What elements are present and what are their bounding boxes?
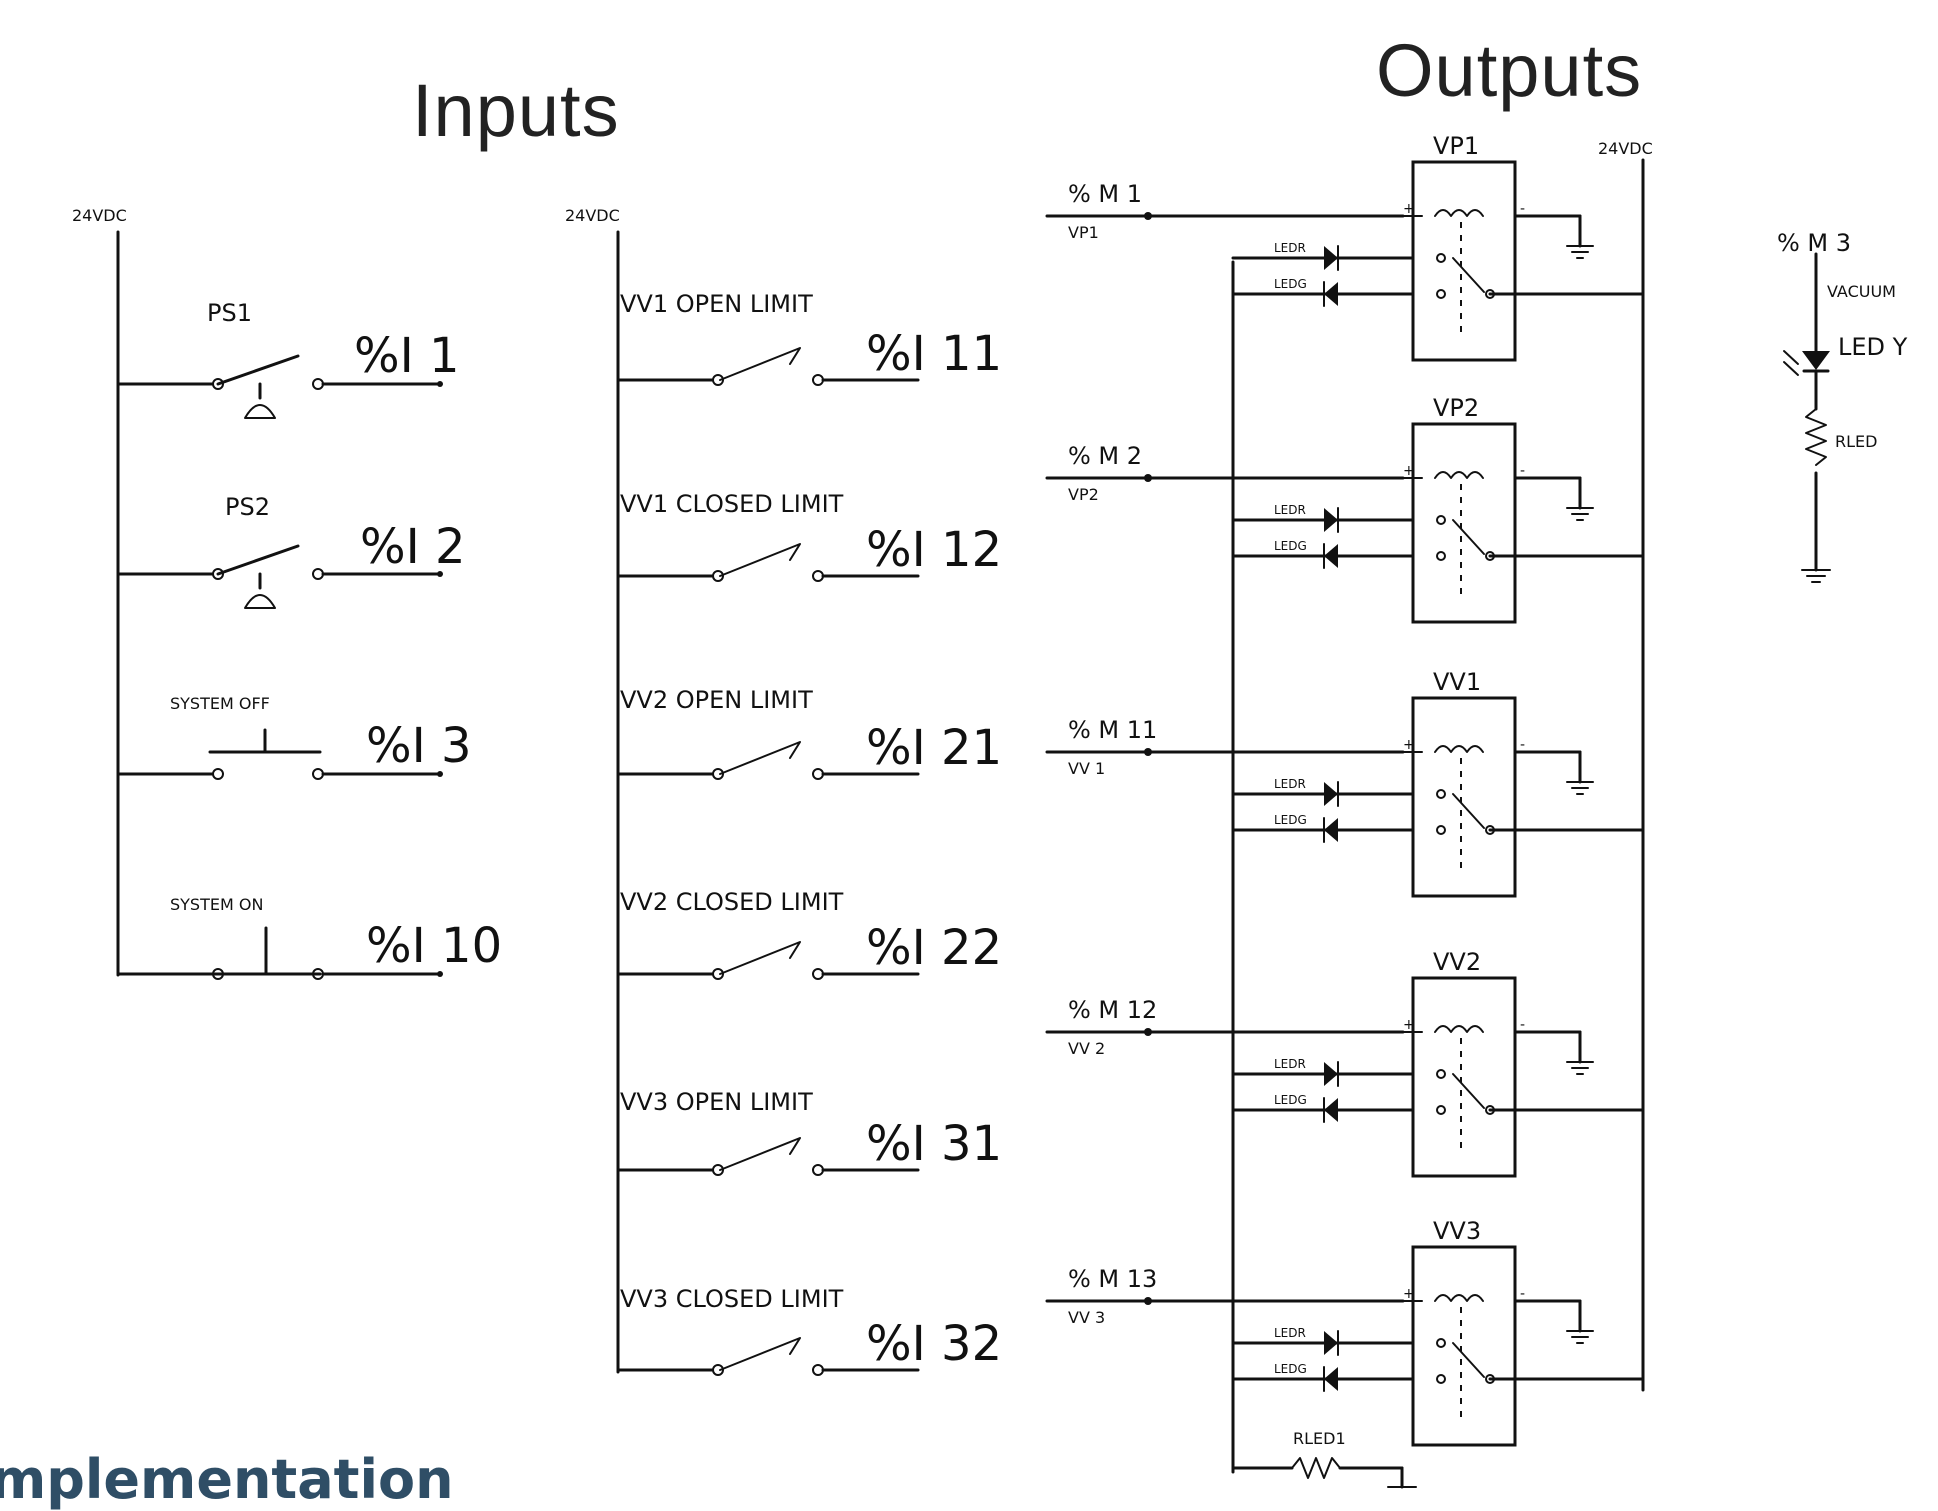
vv3-open-label: VV3 OPEN LIMIT (620, 1088, 813, 1116)
vv2-open-label: VV2 OPEN LIMIT (620, 686, 813, 714)
vv3-closed-address: %I 32 (866, 1316, 1002, 1372)
rung-ps2: PS2 %I 2 (116, 493, 466, 609)
rung-vv2-open: VV2 OPEN LIMIT %I 21 (616, 686, 1002, 780)
vv1-open-address: %I 11 (866, 326, 1002, 382)
vv3-closed-label: VV3 CLOSED LIMIT (620, 1285, 844, 1313)
relay-led-top-label: LEDR (1274, 1326, 1306, 1340)
relay-plus: + (1403, 201, 1415, 217)
ps2-address: %I 2 (360, 519, 466, 575)
relay-name-label: VV1 (1433, 668, 1481, 696)
vv2-open-address: %I 21 (866, 720, 1002, 776)
relay-device-label: VP2 (1068, 485, 1099, 504)
ps1-label: PS1 (207, 299, 252, 327)
relay-device-label: VV 3 (1068, 1308, 1105, 1327)
vv2-closed-label: VV2 CLOSED LIMIT (620, 888, 844, 916)
relay-device-label: VP1 (1068, 223, 1099, 242)
relay-minus: - (1520, 1286, 1525, 1302)
relay-memory-label: % M 11 (1068, 716, 1157, 744)
relay-memory-label: % M 12 (1068, 996, 1157, 1024)
relay-memory-label: % M 13 (1068, 1265, 1157, 1293)
inputs-title: Inputs (412, 69, 620, 152)
middle-input-column: 24VDC VV1 OPEN LIMIT %I 11 VV1 CLOSED LI… (565, 206, 1002, 1376)
relay-led-top-label: LEDR (1274, 241, 1306, 255)
vacuum-led-label: LED Y (1838, 333, 1908, 361)
system-on-label: SYSTEM ON (170, 895, 263, 914)
rung-ps1: PS1 %I 1 (116, 299, 460, 419)
vv3-open-address: %I 31 (866, 1116, 1002, 1172)
relay-name-label: VV3 (1433, 1217, 1481, 1245)
system-on-address: %I 10 (366, 918, 502, 974)
rung-system-on: SYSTEM ON %I 10 (116, 895, 502, 980)
ps2-label: PS2 (225, 493, 270, 521)
relay-led-bottom-label: LEDG (1274, 1093, 1307, 1107)
vv2-closed-address: %I 22 (866, 920, 1002, 976)
implementation-heading: mplementation (0, 1448, 454, 1511)
relay-memory-label: % M 1 (1068, 180, 1142, 208)
relay-plus: + (1403, 1017, 1415, 1033)
relay-device-label: VV 2 (1068, 1039, 1105, 1058)
rung-vv2-closed: VV2 CLOSED LIMIT %I 22 (616, 888, 1002, 980)
relay-minus: - (1520, 463, 1525, 479)
relay-name-label: VP1 (1433, 132, 1479, 160)
relay-name-label: VV2 (1433, 948, 1481, 976)
relay-led-top-label: LEDR (1274, 503, 1306, 517)
relay-led-bottom-label: LEDG (1274, 1362, 1307, 1376)
rung-vv3-closed: VV3 CLOSED LIMIT %I 32 (616, 1285, 1002, 1376)
vacuum-memory-label: % M 3 (1777, 229, 1851, 257)
vv1-open-label: VV1 OPEN LIMIT (620, 290, 813, 318)
vacuum-device-label: VACUUM (1827, 282, 1896, 301)
rung-system-off: SYSTEM OFF %I 3 (116, 694, 472, 780)
relay-name-label: VP2 (1433, 394, 1479, 422)
left-supply-label: 24VDC (72, 206, 127, 225)
relay-led-bottom-label: LEDG (1274, 277, 1307, 291)
relay-minus: - (1520, 737, 1525, 753)
relay-led-bottom-label: LEDG (1274, 813, 1307, 827)
vacuum-circuit: % M 3 VACUUM LED Y RLED (1777, 229, 1908, 583)
output-supply-label: 24VDC (1598, 139, 1653, 158)
relay-minus: - (1520, 1017, 1525, 1033)
ps1-address: %I 1 (354, 328, 460, 384)
output-resistor-label: RLED1 (1293, 1429, 1346, 1448)
rung-vv1-closed: VV1 CLOSED LIMIT %I 12 (616, 490, 1002, 582)
vv1-closed-label: VV1 CLOSED LIMIT (620, 490, 844, 518)
rung-vv3-open: VV3 OPEN LIMIT %I 31 (616, 1088, 1002, 1176)
relay-led-bottom-label: LEDG (1274, 539, 1307, 553)
left-input-column: 24VDC PS1 %I 1 (72, 206, 502, 980)
system-off-label: SYSTEM OFF (170, 694, 270, 713)
system-off-address: %I 3 (366, 718, 472, 774)
relay-memory-label: % M 2 (1068, 442, 1142, 470)
relay-device-label: VV 1 (1068, 759, 1105, 778)
relay-plus: + (1403, 737, 1415, 753)
rung-vv1-open: VV1 OPEN LIMIT %I 11 (616, 290, 1002, 386)
middle-supply-label: 24VDC (565, 206, 620, 225)
relay-led-top-label: LEDR (1274, 1057, 1306, 1071)
outputs-title: Outputs (1376, 29, 1643, 112)
vv1-closed-address: %I 12 (866, 522, 1002, 578)
vacuum-resistor-label: RLED (1835, 432, 1877, 451)
relay-plus: + (1403, 463, 1415, 479)
relay-minus: - (1520, 201, 1525, 217)
relay-led-top-label: LEDR (1274, 777, 1306, 791)
relay-plus: + (1403, 1286, 1415, 1302)
